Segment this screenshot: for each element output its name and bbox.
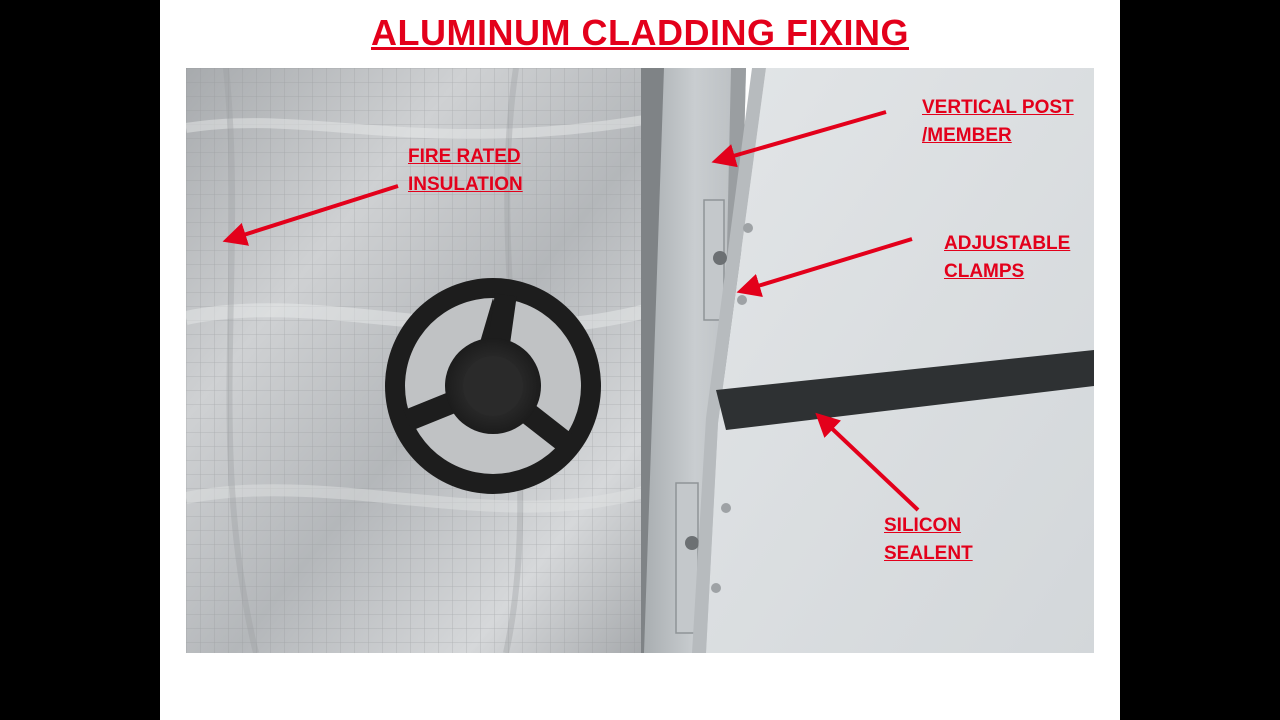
label-fire-rated-insulation: FIRE RATED INSULATION [408, 146, 523, 195]
slide-title: ALUMINUM CLADDING FIXING [371, 12, 909, 53]
label-adjustable-clamps: ADJUSTABLE CLAMPS [944, 233, 1071, 282]
insulation-fixing-washer [385, 278, 601, 494]
cladding-panel [692, 68, 1094, 653]
label-silicon-sealent: SILICON SEALENT [884, 515, 973, 564]
label-vertical-post: VERTICAL POST /MEMBER [922, 97, 1074, 146]
silicon-sealant-joint [716, 350, 1094, 430]
cladding-photo [186, 68, 1094, 653]
